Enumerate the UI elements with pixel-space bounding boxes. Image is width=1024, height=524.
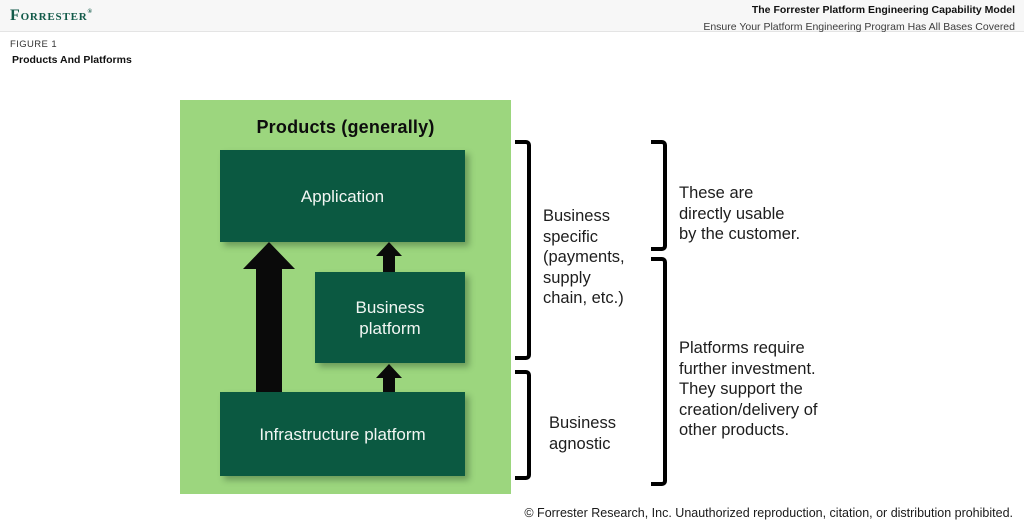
figure-label: FIGURE 1 [10, 39, 58, 50]
note-platforms-require: Platforms require further investment. Th… [679, 339, 818, 439]
note-business-specific: Business specific (payments, supply chai… [543, 207, 625, 307]
figure-title: Products And Platforms [12, 54, 132, 66]
products-panel: Products (generally) Application Busines… [180, 100, 511, 494]
small-up-arrow-business-to-application-head-icon [376, 242, 402, 256]
note-directly-usable: These are directly usable by the custome… [679, 184, 801, 243]
registered-mark: ® [87, 9, 93, 15]
bracket-business-agnostic [515, 370, 531, 480]
document-subtitle: Ensure Your Platform Engineering Program… [703, 21, 1015, 33]
bracket-business-specific [515, 140, 531, 360]
application-box: Application [220, 150, 465, 242]
large-up-arrow-head-icon [243, 242, 295, 269]
bracket-platforms-require [651, 257, 667, 486]
panel-title: Products (generally) [256, 117, 435, 137]
large-up-arrow-shaft [256, 267, 282, 392]
copyright-notice: © Forrester Research, Inc. Unauthorized … [524, 506, 1013, 520]
header-band: Forrester® The Forrester Platform Engine… [0, 0, 1024, 33]
document-header: The Forrester Platform Engineering Capab… [703, 4, 1015, 33]
infrastructure-platform-box: Infrastructure platform [220, 392, 465, 476]
note-business-agnostic: Business agnostic [549, 414, 616, 453]
bracket-directly-usable [651, 140, 667, 251]
document-title: The Forrester Platform Engineering Capab… [751, 4, 1015, 16]
forrester-logo: Forrester® [10, 7, 93, 25]
forrester-logo-text: Forrester [10, 7, 88, 24]
small-up-arrow-business-to-application-shaft [383, 254, 395, 272]
business-platform-box: Business platform [315, 272, 465, 363]
small-up-arrow-infra-to-business-head-icon [376, 364, 402, 378]
small-up-arrow-infra-to-business-shaft [383, 376, 395, 392]
